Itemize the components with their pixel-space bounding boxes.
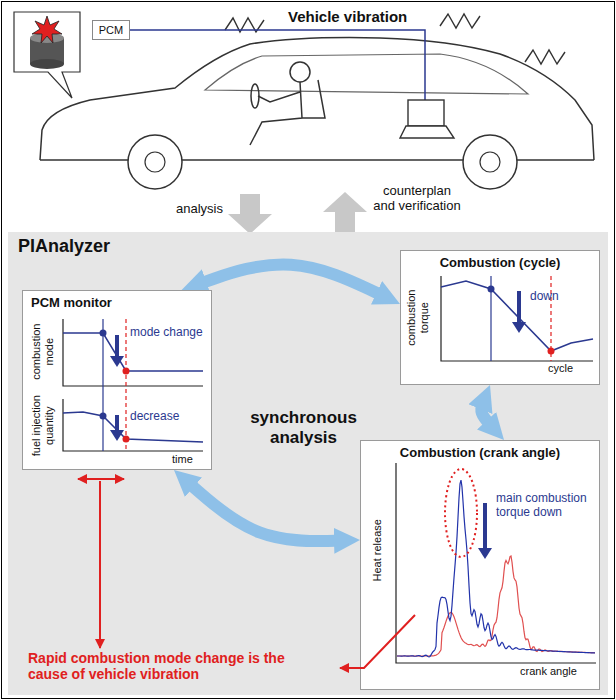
pcm-cable [130, 30, 425, 100]
zigzag [440, 14, 480, 28]
chart [361, 441, 601, 691]
axis-label: cycle [548, 362, 573, 375]
axis-label: combustion mode [29, 315, 54, 390]
marker-line [125, 319, 126, 451]
axis-label: time [172, 453, 193, 466]
analysis-arrow [228, 194, 272, 234]
marker-line [102, 319, 103, 451]
caption-text: Vehicle vibration [288, 8, 407, 25]
steering-wheel [251, 84, 259, 108]
node-text: PCM monitor [31, 295, 112, 310]
center-label: synchronous analysis [246, 408, 361, 447]
laptop [400, 100, 454, 138]
sync-arrow [199, 264, 384, 296]
data-point [123, 436, 130, 443]
speech-bubble [14, 12, 80, 98]
analyzer-panel: PIAnalyzerPCM monitor Combustion (cycle) C… [8, 232, 608, 695]
text-holder: Combustion (crank angle) [361, 441, 599, 464]
pcm-box: PCM [92, 20, 130, 40]
wheel [128, 135, 182, 189]
conclusion-arrow [99, 481, 101, 648]
heat-trace [397, 556, 595, 656]
node-text: Combustion (cycle) [440, 255, 561, 270]
trend-arrow [483, 503, 487, 550]
chart-axis [396, 463, 596, 663]
car-outline [40, 38, 594, 160]
axis-label: combustion torque [405, 278, 430, 358]
node-text: Combustion (crank angle) [400, 445, 560, 460]
highlight-ellipse [445, 469, 477, 557]
trend-arrowhead [512, 322, 526, 333]
data-point [100, 413, 107, 420]
chart-axis [63, 319, 203, 451]
trend-arrow [115, 415, 119, 432]
time-span-arrow [78, 478, 124, 480]
trend-arrow [115, 335, 119, 358]
laptop-screen [408, 100, 444, 126]
axis-label: crank angle [520, 665, 577, 678]
annotation: main combustion torque down [496, 492, 596, 520]
heat-trace [397, 480, 595, 657]
axis-label: Heat release [371, 510, 384, 590]
data-point [488, 286, 495, 293]
hub [145, 152, 165, 172]
trend-arrow [517, 291, 521, 324]
text-holder: PCM [93, 21, 129, 39]
text-holder: PCM monitor [23, 291, 211, 314]
chart-axis [441, 276, 593, 361]
sync-arrow [188, 482, 342, 541]
sync-arrow [481, 402, 492, 427]
annotation: mode change [130, 326, 203, 340]
driver-body [250, 80, 325, 145]
cylinder-base [30, 59, 64, 69]
hub [480, 152, 500, 172]
trend-arrowhead [110, 430, 124, 441]
driver-head [290, 62, 310, 82]
data-point [548, 348, 555, 355]
chart-panel: Combustion (crank angle) [360, 440, 600, 690]
axis-label: fuel injection quantity [29, 389, 54, 464]
node-text: PIAnalyzer [18, 236, 110, 257]
annotation: down [530, 290, 559, 304]
text-holder: Combustion (cycle) [401, 251, 599, 274]
zigzag [525, 50, 565, 64]
laptop-base [400, 126, 454, 138]
feedback-arrow [323, 192, 367, 234]
conclusion-arrow [340, 615, 415, 668]
annotation: decrease [130, 410, 179, 424]
flow-label: counterplan and verification [372, 184, 462, 214]
data-point [123, 368, 130, 375]
wheels [128, 135, 517, 189]
conclusion-text: Rapid combustion mode change is the caus… [28, 650, 320, 682]
data-point [100, 330, 107, 337]
engine-bubble [14, 12, 80, 98]
combustion-burst [32, 16, 62, 43]
car-body [40, 38, 594, 160]
flow-label: analysis [176, 202, 223, 217]
trend-arrowhead [110, 356, 124, 367]
driver [250, 62, 325, 145]
data-line [441, 281, 593, 351]
wheel [463, 135, 517, 189]
node-text: PCM [99, 24, 123, 36]
trend-arrowhead [478, 548, 492, 559]
car-window [205, 54, 528, 94]
